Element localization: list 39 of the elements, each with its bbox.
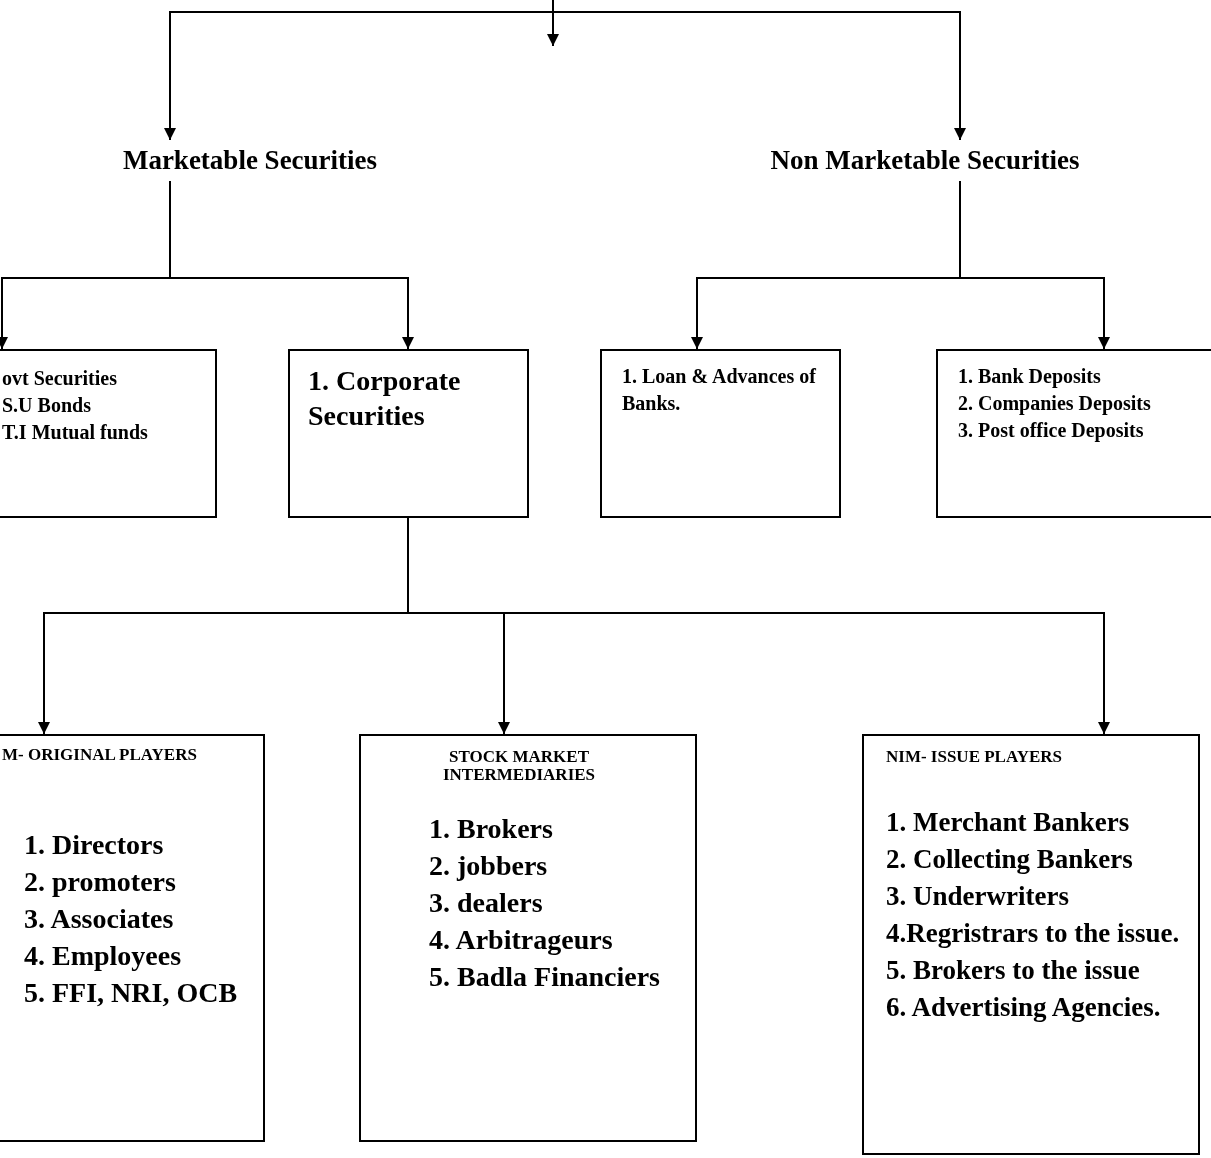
arrow <box>552 0 966 141</box>
list-item: 4. Arbitrageurs <box>428 923 614 957</box>
box-title: NIM- ISSUE PLAYERS <box>886 748 1064 766</box>
text-box <box>862 734 1200 1155</box>
list-item: 1. Merchant Bankers <box>886 806 1131 839</box>
list-item: 1. Corporate Securities <box>308 364 462 433</box>
list-item: 1. Directors <box>23 828 165 862</box>
arrow <box>169 180 414 350</box>
text-box <box>0 734 265 1142</box>
box-title: M- ORIGINAL PLAYERS <box>2 746 198 764</box>
list-item: 2. promoters <box>23 865 177 899</box>
list-item: 5. FFI, NRI, OCB <box>23 976 239 1010</box>
text-box <box>600 349 841 518</box>
list-item: 5. Brokers to the issue <box>886 954 1141 987</box>
text-box <box>359 734 697 1142</box>
heading: Marketable Securities <box>121 144 379 177</box>
arrow <box>959 180 1110 350</box>
list-item: 3. Underwriters <box>886 880 1070 913</box>
list-item: 4. Employees <box>23 939 183 973</box>
text-box <box>288 349 529 518</box>
list-item: ovt Securities <box>2 366 118 391</box>
list-item: 1. Bank Deposits <box>958 364 1102 390</box>
list-item: 1. Loan & Advances of Banks. <box>622 364 817 416</box>
list-item: 3. Post office Deposits <box>958 418 1145 444</box>
list-item: 2. Collecting Bankers <box>886 843 1134 876</box>
list-item: 4.Regristrars to the issue. <box>886 917 1181 950</box>
list-item: 3. dealers <box>428 886 544 920</box>
list-item: T.I Mutual funds <box>2 420 149 445</box>
list-item: 1. Brokers <box>428 812 554 846</box>
list-item: 6. Advertising Agencies. <box>886 991 1162 1024</box>
list-item: 3. Associates <box>23 902 175 936</box>
heading: Non Marketable Securities <box>769 144 1081 177</box>
list-item: 2. jobbers <box>428 849 549 883</box>
text-box <box>0 349 217 518</box>
list-item: 5. Badla Financiers <box>428 960 661 994</box>
box-title: STOCK MARKET INTERMEDIARIES <box>441 748 597 784</box>
list-item: 2. Companies Deposits <box>958 391 1152 417</box>
list-item: S.U Bonds <box>2 393 92 418</box>
text-box <box>936 349 1211 518</box>
